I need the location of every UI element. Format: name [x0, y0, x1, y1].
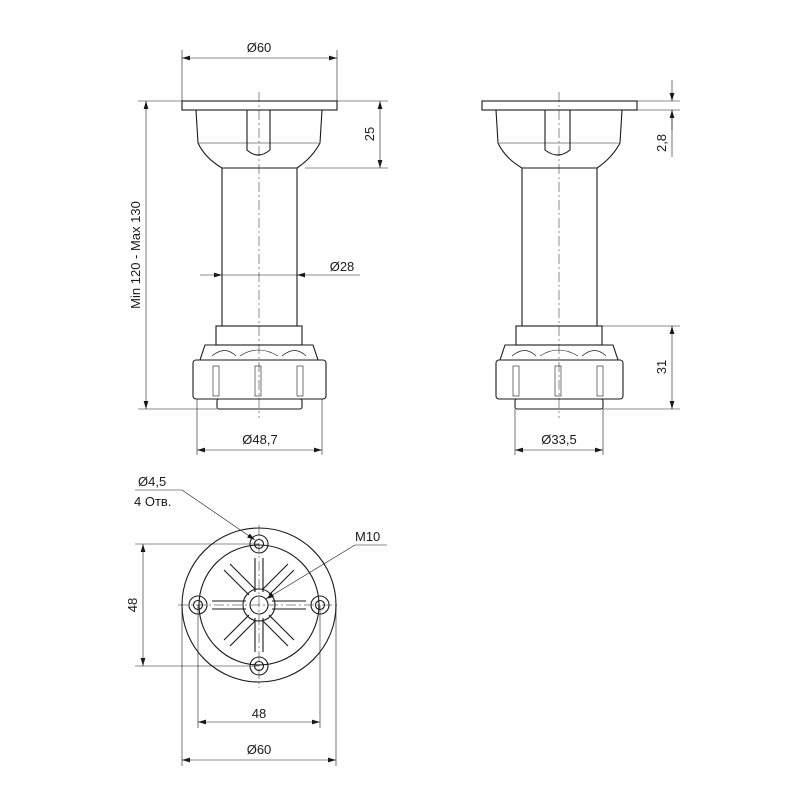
- hole-count-label: 4 Отв.: [134, 494, 171, 509]
- dim-shaft-diameter: Ø28: [200, 259, 360, 278]
- dim-thread: M10: [265, 529, 387, 600]
- dim-top-diameter: Ø60: [181, 40, 338, 101]
- hole-size-label: Ø4,5: [138, 474, 166, 489]
- outer-diameter-label: Ø60: [247, 742, 272, 757]
- front-view: Ø60 25 Min 120 - Max 130 Ø28 Ø48: [128, 40, 388, 455]
- shaft-diameter-label: Ø28: [330, 259, 355, 274]
- dim-hole-spacing-horizontal: 48: [197, 605, 321, 728]
- hole-spacing-horizontal-label: 48: [252, 706, 266, 721]
- dim-hole-spacing-vertical: 48: [125, 543, 259, 667]
- flange-thickness-label: 2,8: [654, 134, 669, 152]
- side-view: 2,8 31 Ø33,5: [481, 80, 680, 455]
- dim-height-range: Min 120 - Max 130: [128, 100, 217, 410]
- dim-hole-size: Ø4,5 4 Отв.: [134, 474, 256, 541]
- front-top-diameter-label: Ø60: [247, 40, 272, 55]
- height-range-label: Min 120 - Max 130: [128, 201, 143, 309]
- front-depth-label: 25: [362, 127, 377, 141]
- hole-spacing-vertical-label: 48: [125, 598, 140, 612]
- side-flange-plate: [481, 100, 638, 111]
- front-upper-cup: [195, 109, 323, 169]
- base-diameter-label: Ø48,7: [242, 432, 277, 447]
- dim-base-diameter: Ø48,7: [196, 399, 323, 455]
- front-flange-plate: [181, 100, 338, 111]
- side-upper-cup: [495, 109, 623, 169]
- dim-foot-diameter: Ø33,5: [514, 409, 604, 455]
- front-cup-slot: [246, 110, 271, 156]
- side-cup-slot: [544, 110, 571, 156]
- thread-label: M10: [355, 529, 380, 544]
- dim-base-height: 31: [602, 325, 680, 410]
- dim-outer-diameter: Ø60: [181, 605, 337, 766]
- plan-ribs: [212, 558, 306, 652]
- plan-view: Ø4,5 4 Отв. M10 48 48 Ø60: [125, 474, 387, 766]
- front-foot: [216, 398, 303, 410]
- dim-depth-top: 25: [305, 100, 388, 169]
- dim-flange-thickness: 2,8: [637, 80, 680, 157]
- base-height-label: 31: [654, 360, 669, 374]
- foot-diameter-label: Ø33,5: [541, 432, 576, 447]
